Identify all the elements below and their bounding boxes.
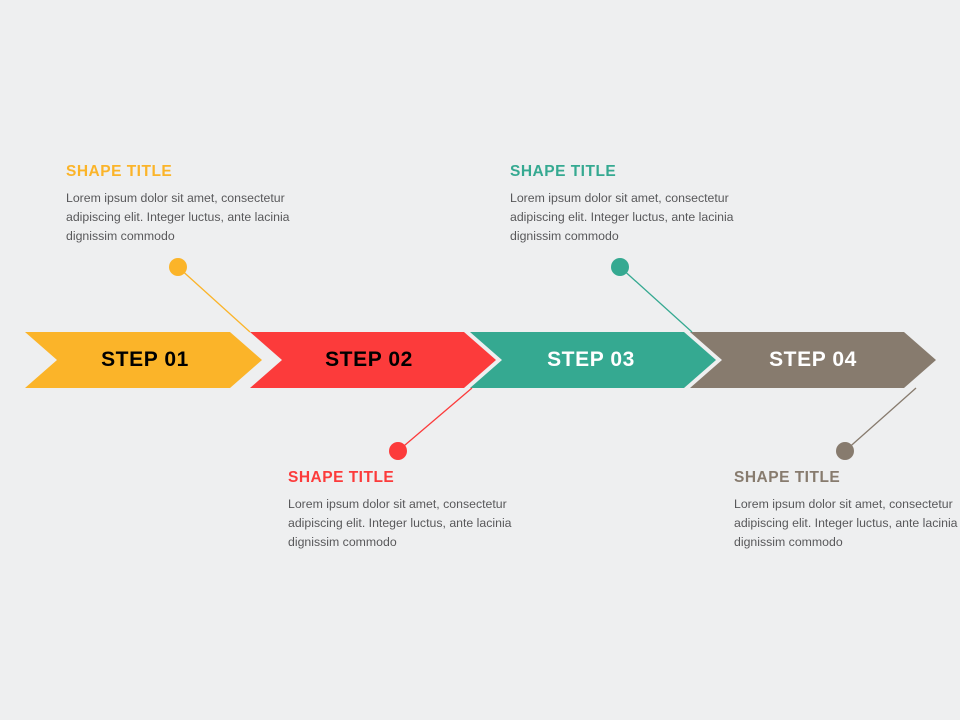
callout-body-step-01: Lorem ipsum dolor sit amet, consectetur … [66, 191, 290, 244]
chevron-group [25, 332, 936, 388]
callout-step-02: SHAPE TITLE Lorem ipsum dolor sit amet, … [288, 469, 538, 552]
chevron-step-04[interactable] [690, 332, 936, 388]
connector-line-step-01 [177, 266, 251, 333]
connector-dot-step-03[interactable] [611, 258, 629, 276]
chevron-step-01[interactable] [25, 332, 262, 388]
connector-dot-step-01[interactable] [169, 258, 187, 276]
callout-body-step-04: Lorem ipsum dolor sit amet, consectetur … [734, 497, 958, 550]
callout-body-step-03: Lorem ipsum dolor sit amet, consectetur … [510, 191, 734, 244]
connector-line-step-03 [619, 266, 693, 333]
callout-title-step-01: SHAPE TITLE [66, 163, 173, 180]
callout-step-04: SHAPE TITLE Lorem ipsum dolor sit amet, … [734, 469, 960, 552]
connector-dot-step-02[interactable] [389, 442, 407, 460]
callout-step-01: SHAPE TITLE Lorem ipsum dolor sit amet, … [66, 163, 316, 246]
connector-dot-group [169, 258, 854, 460]
connector-line-step-02 [397, 387, 473, 452]
chevron-step-03[interactable] [470, 332, 716, 388]
callout-title-step-04: SHAPE TITLE [734, 469, 841, 486]
callout-body-step-02: Lorem ipsum dolor sit amet, consectetur … [288, 497, 512, 550]
chevron-step-02[interactable] [250, 332, 496, 388]
callout-title-step-02: SHAPE TITLE [288, 469, 395, 486]
callout-title-step-03: SHAPE TITLE [510, 163, 617, 180]
connector-group [177, 266, 917, 452]
callout-step-03: SHAPE TITLE Lorem ipsum dolor sit amet, … [510, 163, 760, 246]
connector-dot-step-04[interactable] [836, 442, 854, 460]
connector-line-step-04 [844, 387, 917, 452]
